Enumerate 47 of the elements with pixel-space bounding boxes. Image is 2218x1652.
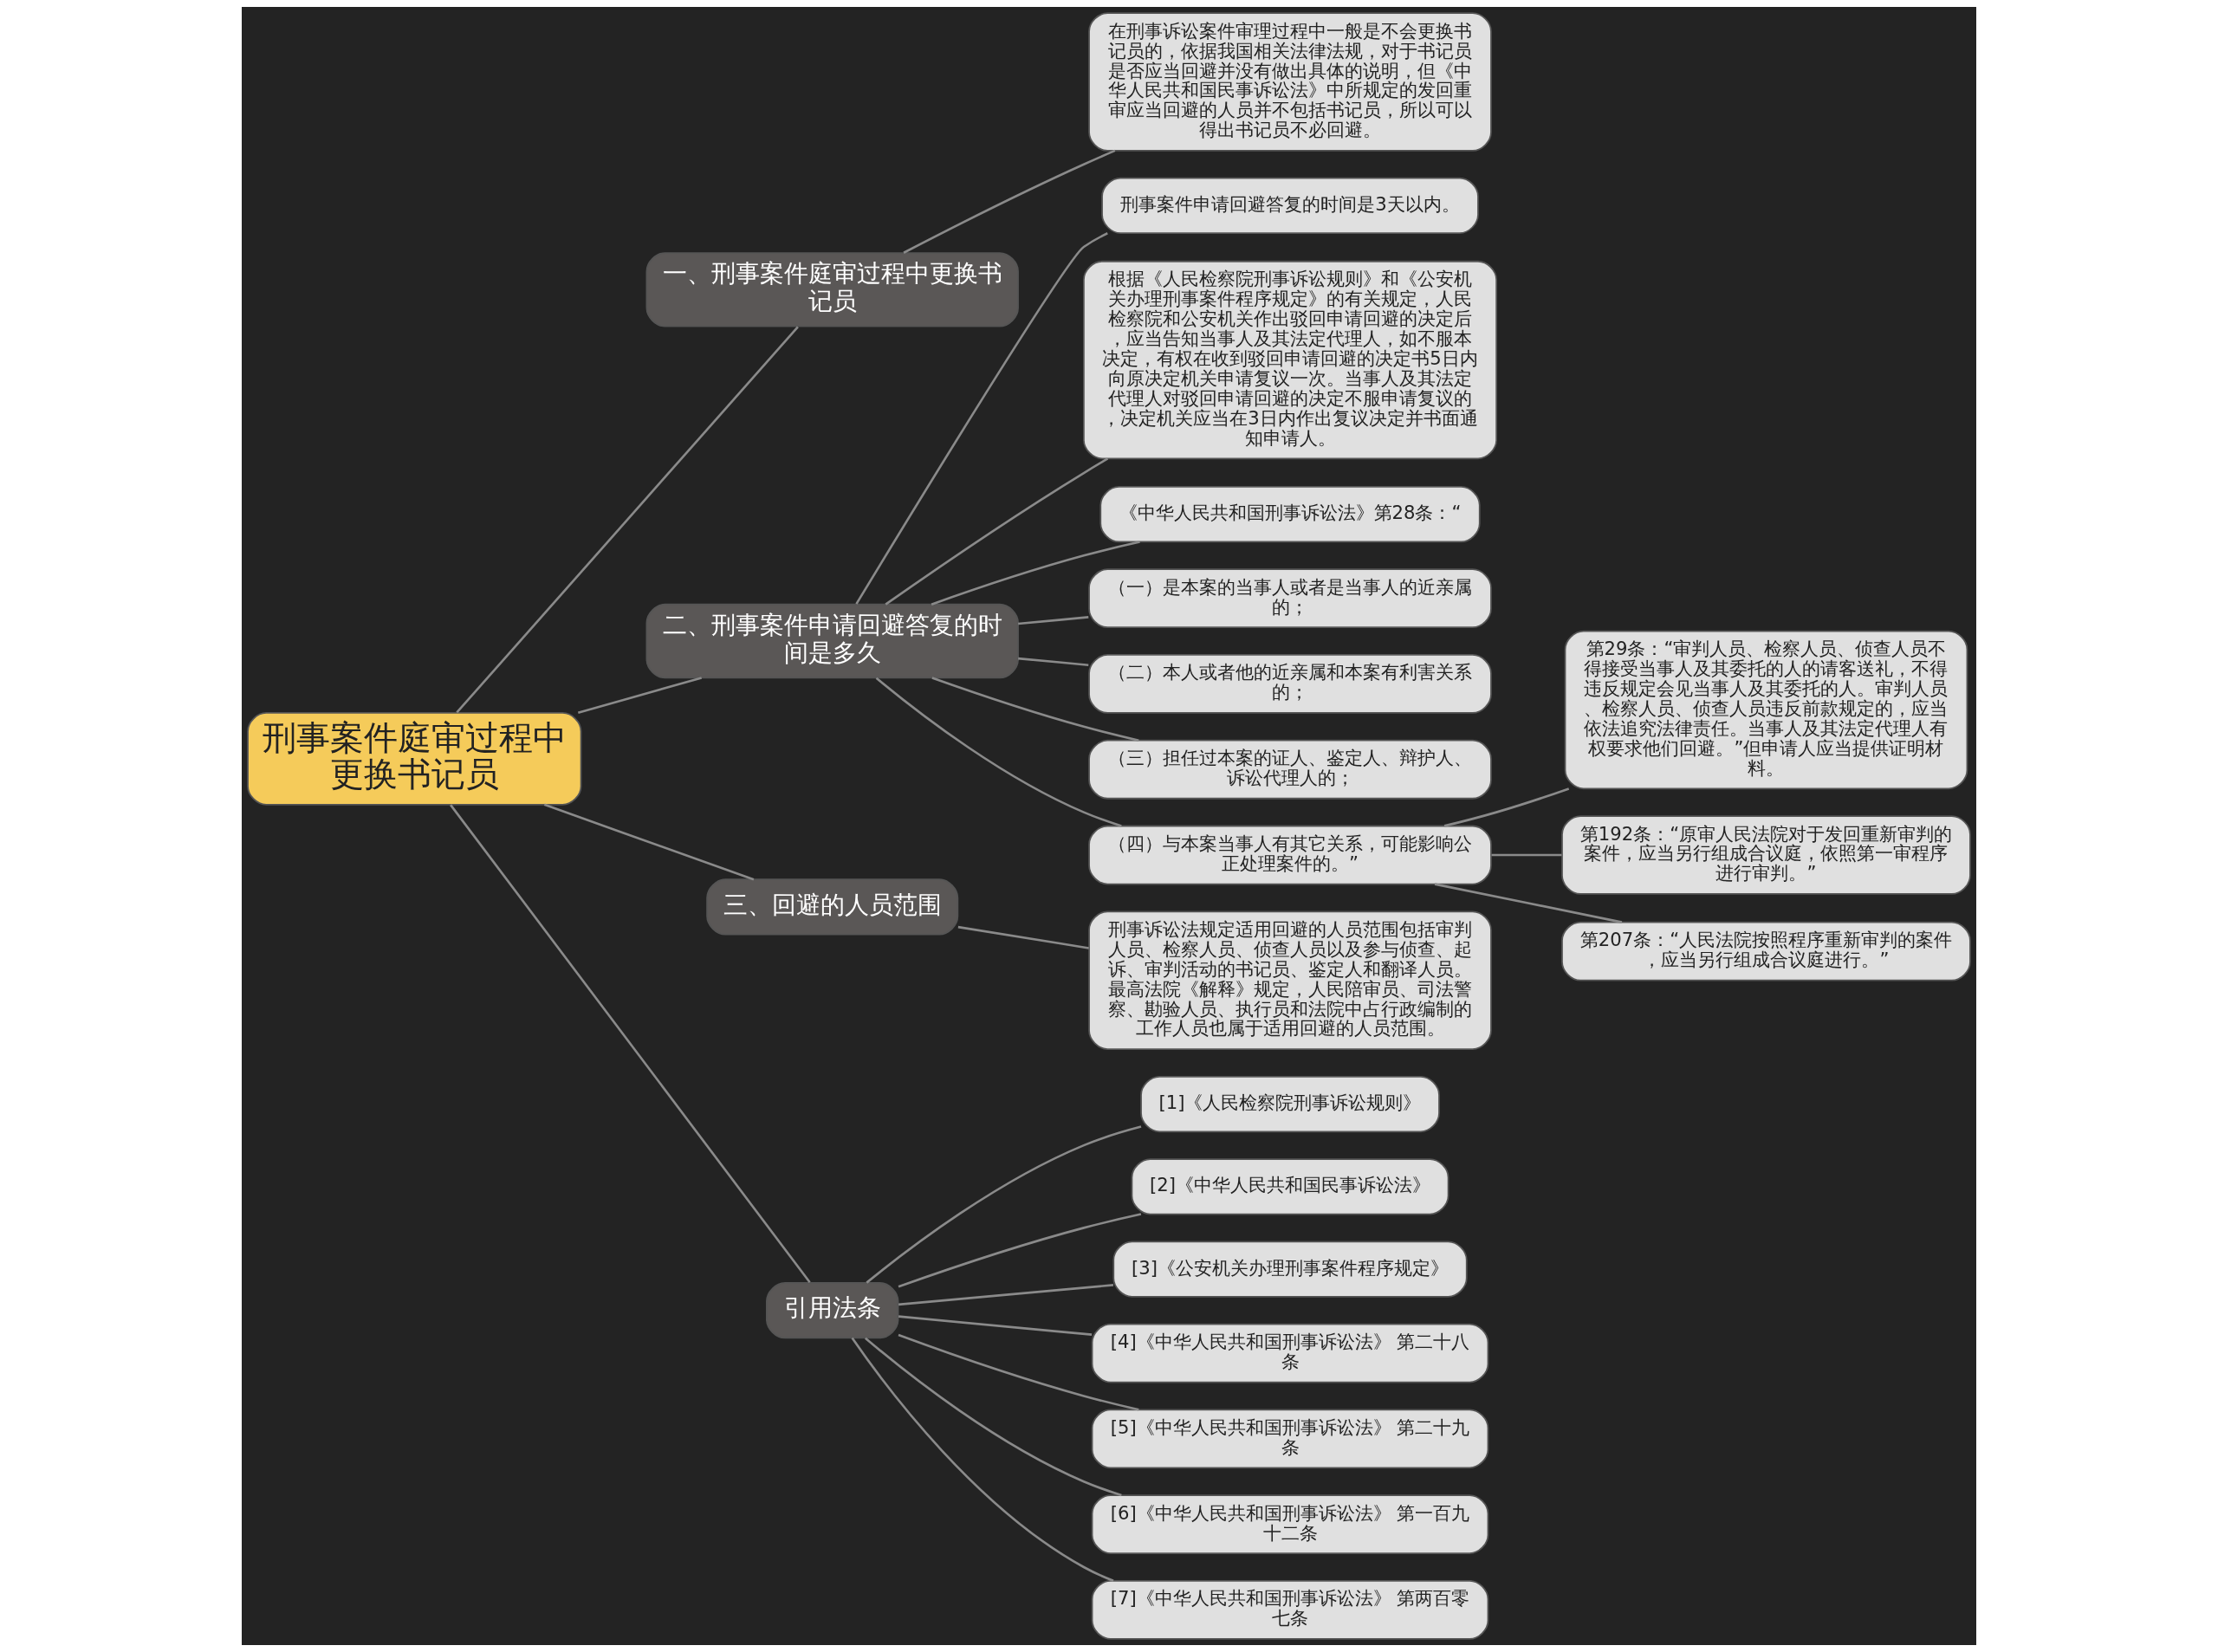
- node-box: （三）担任过本案的证人、鉴定人、辩护人、诉讼代理人的；: [1088, 739, 1492, 800]
- connector: [931, 541, 1140, 606]
- node-box: 第207条：“人民法院按照程序重新审判的案件，应当另行组成合议庭进行。”: [1561, 921, 1971, 981]
- node-box: 刑事诉讼法规定适用回避的人员范围包括审判人员、检察人员、侦查人员以及参与侦查、起诉、审判活动的书记员、鉴定人和翻译人员。最高法院《解释》规定，人民陪审员、司法警察、勘验人员、执行员和法院中占行政编制的工作人员也属于适用回避的人员范围。: [1088, 910, 1492, 1050]
- node-box: [1]《人民检察院刑事诉讼规则》: [1140, 1075, 1440, 1133]
- connector: [1491, 853, 1562, 857]
- node-box: [5]《中华人民共和国刑事诉讼法》 第二十九条: [1091, 1409, 1489, 1469]
- node-box: 刑事案件申请回避答复的时间是3天以内。: [1101, 177, 1479, 234]
- node-box: 二、刑事案件申请回避答复的时间是多久: [645, 603, 1019, 679]
- connector: [903, 149, 1116, 254]
- node-box: 三、回避的人员范围: [706, 878, 959, 936]
- connector: [543, 803, 755, 881]
- connector: [957, 925, 1089, 949]
- node-box: 《中华人民共和国刑事诉讼法》第28条：“: [1099, 486, 1481, 543]
- node-box: [3]《公安机关办理刑事案件程序规定》: [1112, 1241, 1468, 1298]
- connector: [898, 1315, 1093, 1336]
- node-box: [6]《中华人民共和国刑事诉讼法》 第一百九十二条: [1091, 1494, 1489, 1554]
- connector: [1434, 883, 1623, 923]
- node-box: [2]《中华人民共和国民事诉讼法》: [1131, 1158, 1449, 1215]
- node-box: 刑事案件庭审过程中更换书记员: [247, 712, 582, 806]
- connector: [898, 1213, 1142, 1288]
- node-box: 一、刑事案件庭审过程中更换书记员: [645, 252, 1019, 327]
- connector: [865, 1337, 1122, 1497]
- connector: [1443, 787, 1570, 827]
- connector: [577, 677, 703, 715]
- connector: [1018, 657, 1089, 667]
- node-box: [7]《中华人民共和国刑事诉讼法》 第两百零七条: [1091, 1579, 1489, 1640]
- connector: [450, 804, 811, 1284]
- node-box: 第29条：“审判人员、检察人员、侦查人员不得接受当事人及其委托的人的请客送礼，不得违反规定会见当事人及其委托的人。审判人员、检察人员、侦查人员违反前款规定的，应当依法追究法律责任。当事人及其法定代理人有权要求他们回避。”但申请人应当提供证明材料。: [1564, 630, 1968, 790]
- connector: [1018, 616, 1089, 625]
- connector: [851, 1337, 1114, 1582]
- connector: [885, 457, 1109, 606]
- node-box: 在刑事诉讼案件审理过程中一般是不会更换书记员的，依据我国相关法律法规，对于书记员是否应当回避并没有做出具体的说明，但《中华人民共和国民事诉讼法》中所规定的发回重审应当回避的人员并不包括书记员，所以可以得出书记员不必回避。: [1088, 12, 1492, 152]
- connector: [855, 232, 1108, 605]
- node-box: （一）是本案的当事人或者是当事人的近亲属的；: [1088, 568, 1492, 629]
- node-box: （二）本人或者他的近亲属和本案有利害关系的；: [1088, 654, 1492, 714]
- connector: [875, 677, 1122, 827]
- node-box: 引用法条: [766, 1282, 899, 1339]
- node-box: 根据《人民检察院刑事诉讼规则》和《公安机关办理刑事案件程序规定》的有关规定，人民检察院和公安机关作出驳回申请回避的决定后，应当告知当事人及其法定代理人，如不服本决定，有权在收到驳回申请回避的决定书5日内向原决定机关申请复议一次。当事人及其法定代理人对驳回申请回避的决定不服申请复议的，决定机关应当在3日内作出复议决定并书面通知申请人。: [1083, 260, 1498, 460]
- node-box: [4]《中华人民共和国刑事诉讼法》 第二十八条: [1091, 1323, 1489, 1383]
- connector: [931, 677, 1139, 742]
- node-box: （四）与本案当事人有其它关系，可能影响公正处理案件的。”: [1088, 825, 1492, 885]
- connector: [456, 326, 799, 714]
- connector: [898, 1333, 1139, 1411]
- connector: [866, 1125, 1142, 1284]
- connector: [898, 1284, 1114, 1306]
- node-box: 第192条：“原审人民法院对于发回重新审判的案件，应当另行组成合议庭，依照第一审程序进行审判。”: [1561, 815, 1971, 895]
